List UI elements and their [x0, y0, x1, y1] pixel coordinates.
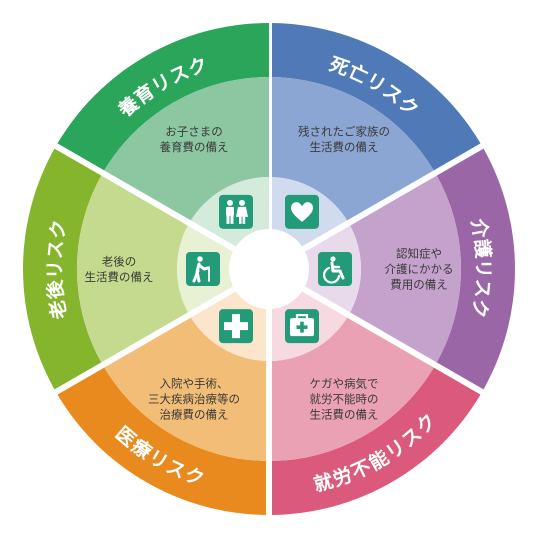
first-aid-kit-icon	[285, 309, 319, 344]
risk-segment-retirement	[23, 146, 238, 396]
middle-band-death	[269, 77, 436, 223]
segment-divider	[300, 285, 486, 396]
outer-band-education	[55, 23, 270, 173]
elderly-person-icon	[186, 252, 220, 286]
risk-descriptions: 残されたご家族の生活費の備え認知症や介護にかかる費用の備えケガや病気で就労不能時…	[85, 124, 454, 421]
segment-divider	[52, 142, 238, 253]
risk-description-care: 認知症や介護にかかる費用の備え	[385, 247, 454, 292]
heart-icon	[285, 194, 319, 229]
risk-description-retirement: 老後の生活費の備え	[85, 254, 154, 284]
icon-tile	[219, 194, 253, 229]
middle-band-medical	[102, 315, 269, 461]
risk-description-medical: 入院や手術、三大疾病治療等の治療費の備え	[148, 376, 240, 421]
outer-band-retirement	[23, 146, 103, 392]
children-icon	[219, 194, 253, 229]
outer-band-death	[269, 23, 483, 173]
segment-divider	[300, 142, 486, 253]
risk-description-death: 残されたご家族の生活費の備え	[298, 124, 390, 154]
risk-segment-disability	[269, 285, 486, 515]
risk-sectors	[23, 21, 515, 517]
outer-band-disability	[269, 365, 483, 515]
risk-description-education: お子さまの養育費の備え	[160, 124, 229, 154]
middle-band-retirement	[76, 173, 190, 365]
outer-band-care	[435, 146, 515, 392]
center-circle	[229, 229, 309, 309]
medical-cross-icon	[219, 309, 253, 344]
risk-segment-care	[300, 142, 515, 392]
middle-band-care	[348, 173, 462, 365]
segment-divider	[52, 285, 238, 396]
middle-band-disability	[269, 315, 436, 461]
risk-icons	[186, 194, 352, 344]
wheelchair-icon	[318, 252, 352, 286]
middle-band-education	[102, 77, 269, 223]
outer-band-medical	[55, 365, 270, 515]
risk-description-disability: ケガや病気で就労不能時の生活費の備え	[310, 376, 379, 421]
risk-title-retirement: 老後リスク	[43, 217, 71, 321]
